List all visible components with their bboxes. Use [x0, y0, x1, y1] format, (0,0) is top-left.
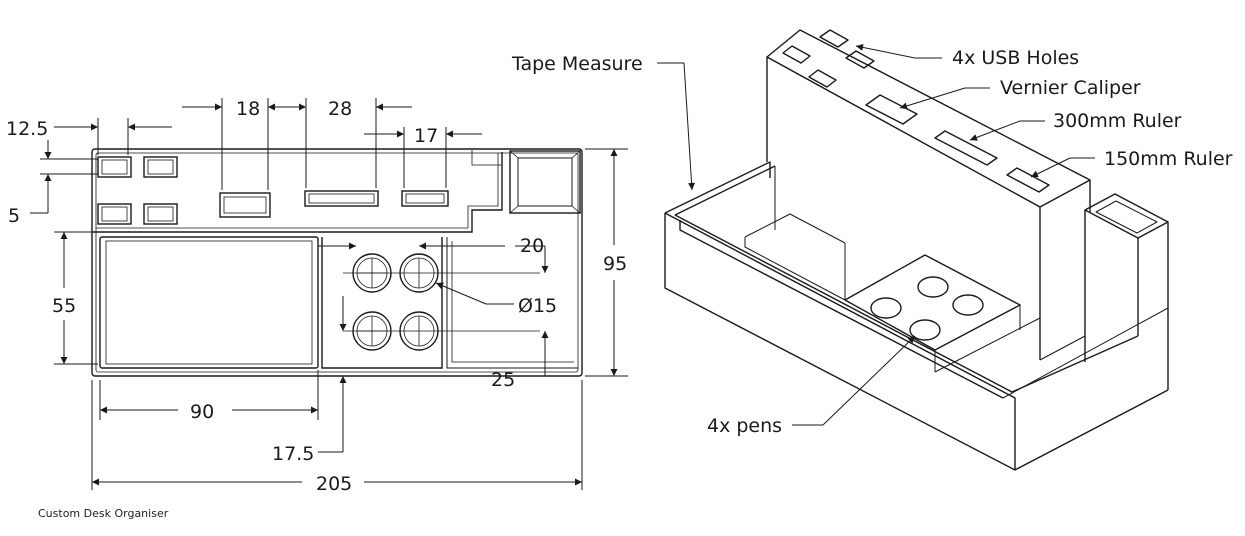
vernier-slot [865, 94, 918, 125]
figure-caption: Custom Desk Organiser [38, 507, 169, 520]
iso-tray-outline [664, 161, 771, 214]
dim-55: 55 [52, 295, 76, 317]
pen-hole [870, 297, 902, 319]
dim-90: 90 [190, 401, 214, 423]
callout-300mm-ruler: 300mm Ruler [1053, 110, 1182, 132]
usb-hole [143, 156, 178, 178]
dimension-labels: 12.5 5 18 28 17 20 95 55 Ø15 25 90 17.5 … [6, 98, 627, 495]
hole-centerlines [343, 258, 540, 346]
callout-vernier-caliper: Vernier Caliper [1000, 77, 1141, 99]
dim-95: 95 [603, 253, 627, 275]
callout-150mm-ruler: 150mm Ruler [1104, 148, 1233, 170]
dim-12-5: 12.5 [6, 118, 48, 140]
dim-17: 17 [414, 125, 438, 147]
vernier-slot [219, 192, 271, 218]
dim-205: 205 [316, 473, 352, 495]
pen-hole [909, 319, 941, 341]
dim-dia-15: Ø15 [518, 295, 557, 317]
dim-28: 28 [328, 98, 352, 120]
usb-hole [97, 203, 132, 225]
pen-hole [917, 276, 949, 298]
callout-pens: 4x pens [707, 415, 782, 437]
usb-hole [782, 45, 811, 64]
top-view-back-strip [92, 152, 503, 233]
callout-labels: Tape Measure 4x USB Holes Vernier Calipe… [511, 47, 1233, 437]
usb-hole [808, 69, 837, 88]
ruler-300-slot [934, 130, 998, 166]
top-view-outline [91, 148, 583, 377]
pen-block [321, 237, 443, 369]
callout-usb-holes: 4x USB Holes [952, 47, 1079, 69]
isometric-view [664, 29, 1169, 471]
usb-hole [143, 203, 178, 225]
iso-tape-tower [1084, 193, 1169, 239]
dim-18: 18 [236, 98, 260, 120]
dim-5: 5 [8, 205, 20, 227]
top-view-tape-pocket [509, 150, 581, 214]
usb-hole [819, 29, 849, 48]
dim-25: 25 [491, 369, 515, 391]
top-view [91, 148, 583, 377]
callout-leaders [657, 43, 1095, 426]
callout-tape-measure: Tape Measure [511, 53, 643, 75]
large-compartment [99, 236, 319, 369]
usb-hole [97, 156, 132, 178]
ruler-300-slot [304, 190, 379, 207]
ruler-150-slot [401, 190, 449, 207]
usb-hole [845, 50, 875, 69]
pen-hole [952, 294, 984, 316]
dim-20: 20 [520, 235, 544, 257]
dimension-lines [30, 98, 628, 490]
iso-pen-block [844, 254, 1021, 351]
dim-17-5: 17.5 [272, 443, 314, 465]
ruler-150-slot [1006, 167, 1050, 193]
